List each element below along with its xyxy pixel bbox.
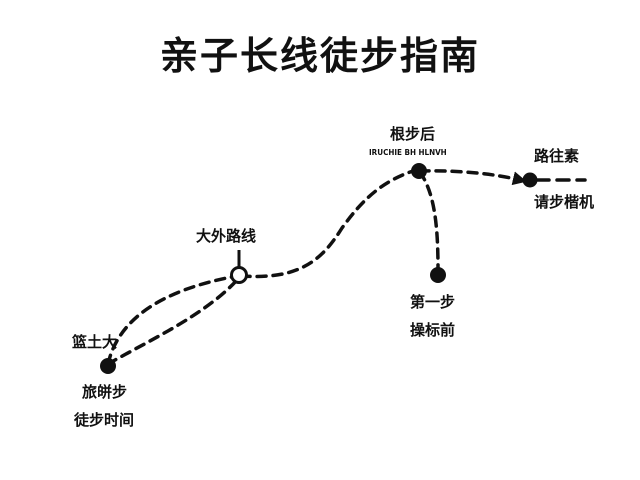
start-node-sub-line2: 徒步时间 bbox=[74, 411, 135, 429]
node-start-dot bbox=[100, 358, 116, 374]
node-mid-ring bbox=[230, 266, 248, 284]
route-segment-mid-peak bbox=[239, 168, 418, 279]
end-node-label: 路往素 bbox=[534, 147, 580, 165]
page-title: 亲子长线徒步指南 bbox=[159, 34, 480, 78]
end-node-sub: 请步楷机 bbox=[534, 193, 595, 211]
branch-node-label-line1: 第一步 bbox=[410, 293, 456, 311]
branch-node-label-line2: 操标前 bbox=[410, 321, 456, 339]
node-end-dot bbox=[522, 172, 538, 188]
route-segment-start-mid-upper bbox=[106, 274, 239, 366]
route-segment-peak-branch bbox=[418, 170, 440, 270]
mid-node-label: 大外路线 bbox=[196, 227, 257, 245]
node-branch-dot bbox=[430, 267, 446, 283]
peak-node-tiny-text: IRUCHIE BH HLNVH bbox=[369, 148, 447, 157]
start-node-label: 篮土大 bbox=[72, 333, 118, 351]
node-peak-dot bbox=[411, 163, 427, 179]
route-segment-peak-end bbox=[418, 169, 527, 186]
peak-node-label: 根步后 bbox=[390, 125, 436, 143]
route-segment-start-mid-lower bbox=[106, 278, 239, 366]
start-node-sub-line1: 旅皏步 bbox=[82, 383, 128, 401]
